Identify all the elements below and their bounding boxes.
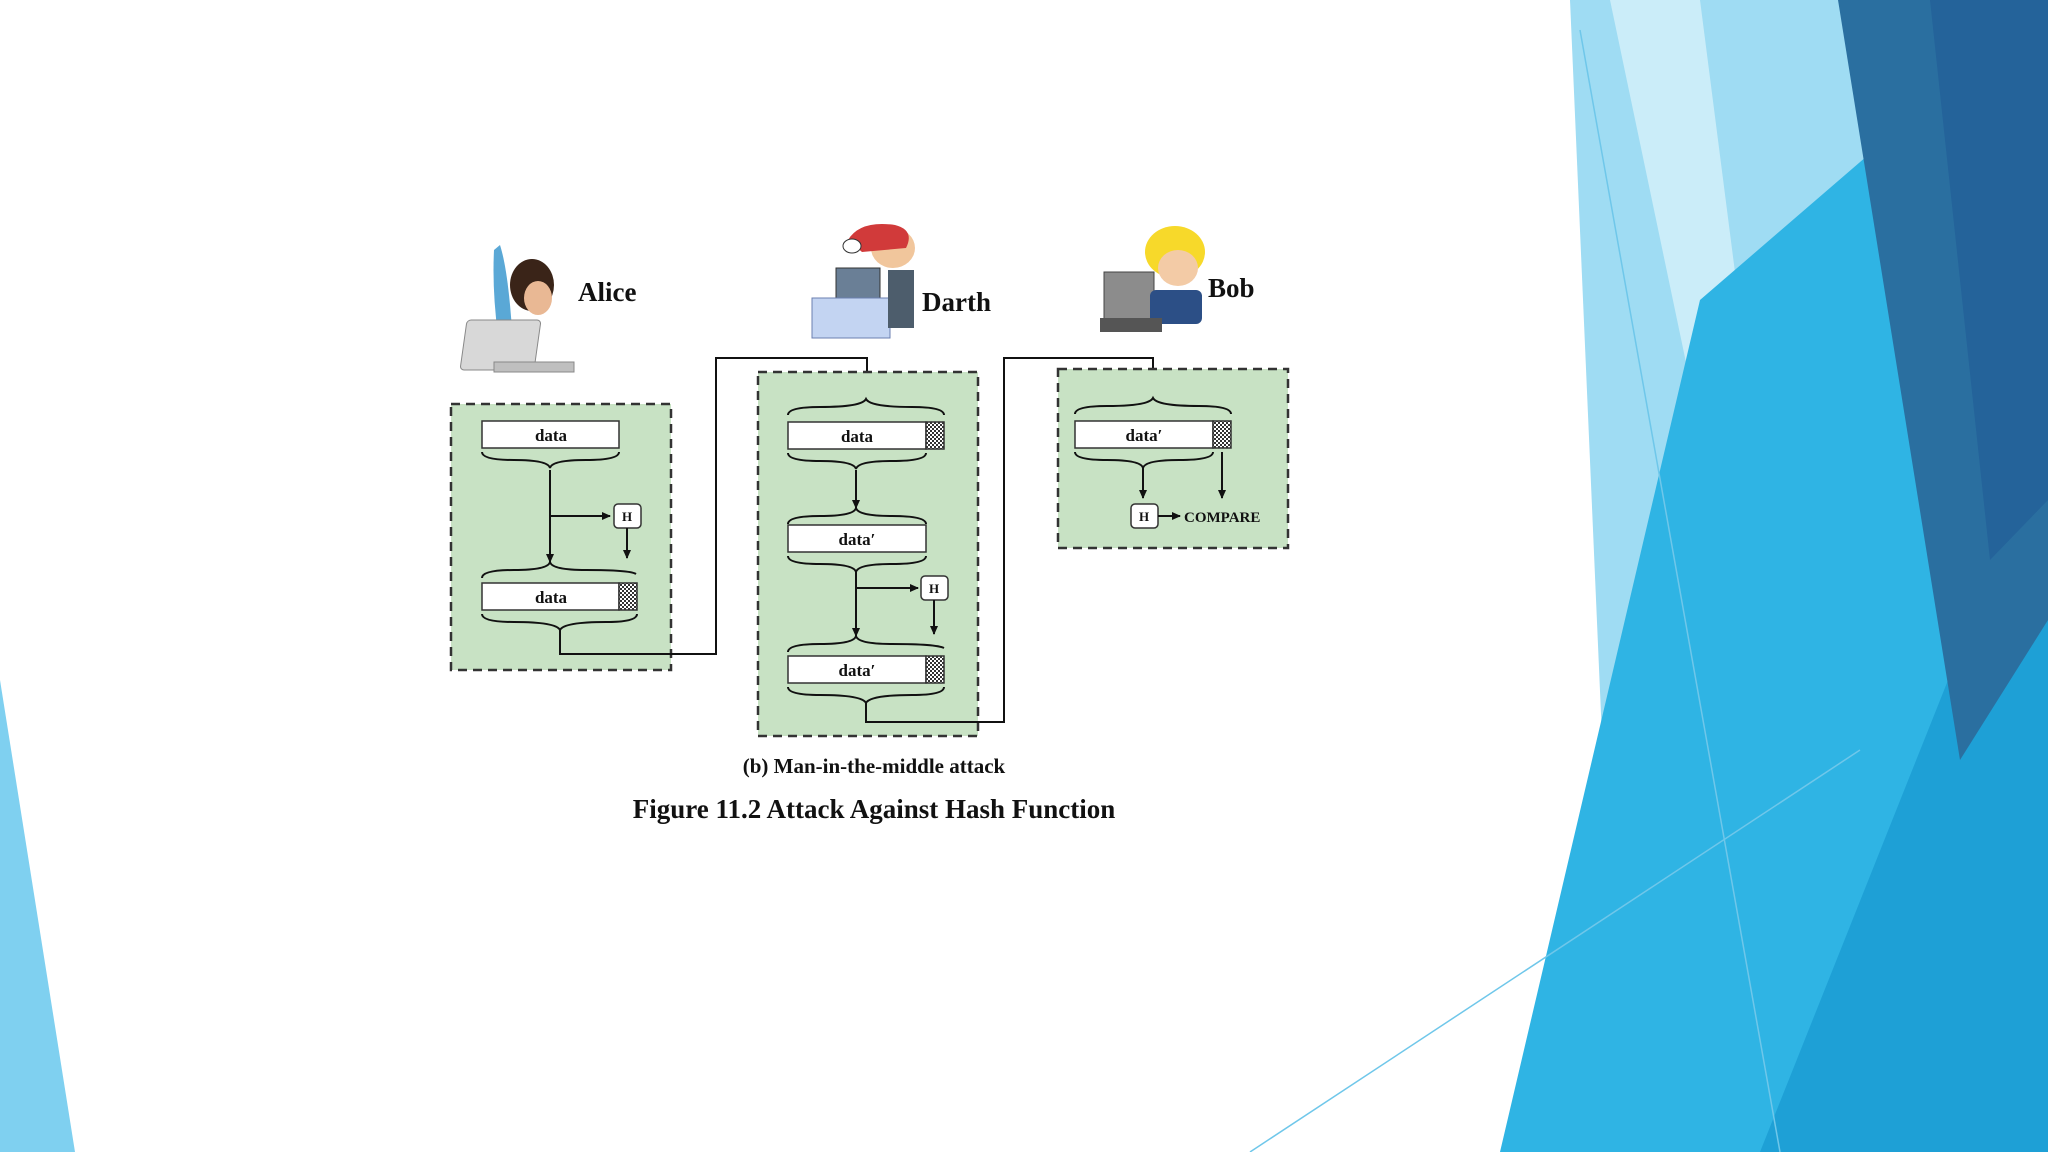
alice-label: Alice [578,277,636,307]
brace [787,507,927,525]
data-block [481,582,620,611]
data-block [481,420,620,449]
brace [787,635,945,653]
hash-function-label: H [1139,509,1149,524]
brace [787,396,945,416]
figure-caption: Figure 11.2 Attack Against Hash Function [632,794,1116,824]
hash-value-block [925,421,945,450]
thin-accent-line [1579,29,1781,1152]
bob-avatar [1100,226,1205,332]
brace [481,561,637,579]
alice-avatar [460,245,575,373]
data-block-label: data′ [839,661,876,680]
alice-panel: data H data [449,402,673,672]
right-accent-navy [1930,0,2048,560]
modified-data-block [787,524,927,553]
hash-function-label: H [929,581,939,596]
brace [481,451,620,469]
data-block-label: data′ [839,530,876,549]
received-data-block [1074,420,1214,449]
transmission-line [865,357,1157,723]
darth-avatar [811,224,915,339]
transmission-line [559,357,871,655]
hash-value-block [618,582,638,611]
brace [1074,395,1232,415]
bob-label: Bob [1208,273,1255,303]
darth-panel: data data′ H data′ [756,370,980,738]
bob-panel: data′ H COMPARE [1056,367,1290,550]
data-block-label: data [841,427,874,446]
data-block-label: data [535,588,568,607]
hash-value-block [925,655,945,684]
sub-caption: (b) Man-in-the-middle attack [742,754,1006,778]
data-block-label: data [535,426,568,445]
compare-label: COMPARE [1184,510,1260,526]
hash-function-label: H [622,509,632,524]
data-block [787,421,927,450]
hash-value-block [1212,420,1232,449]
data-block-label: data′ [1126,426,1163,445]
left-accent-shape [0,680,75,1152]
darth-label: Darth [922,287,991,317]
thin-accent-line [1249,749,1861,1152]
brace [787,452,927,470]
